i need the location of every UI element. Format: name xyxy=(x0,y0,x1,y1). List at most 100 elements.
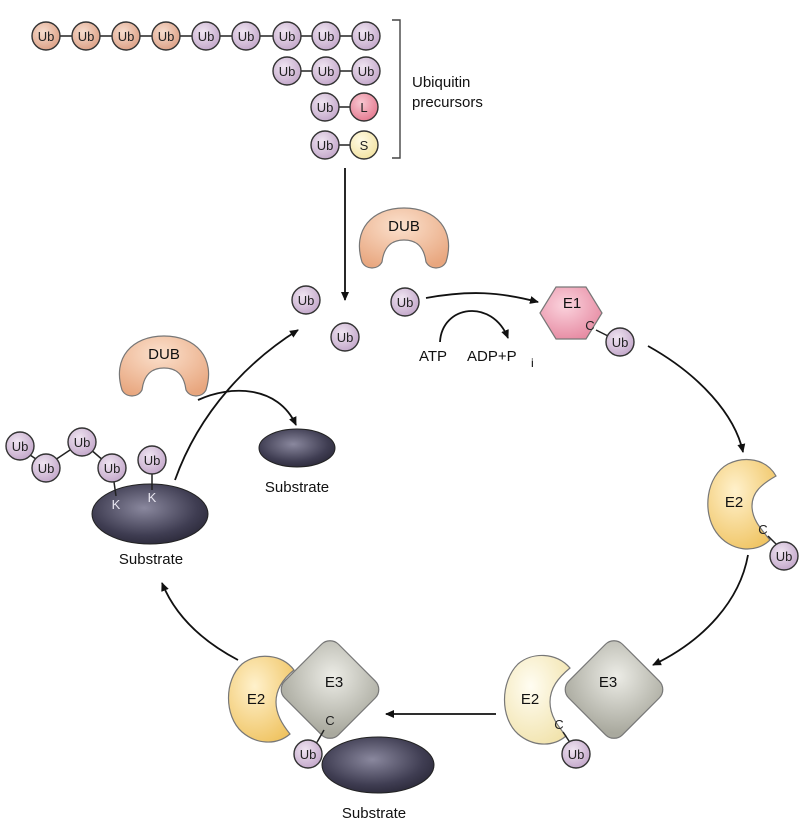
s-bead xyxy=(349,130,379,160)
ub-label: Ub xyxy=(317,138,334,153)
e1-label: E1 xyxy=(563,295,581,312)
lysine-label: K xyxy=(112,497,121,512)
e1-hexagon xyxy=(539,286,603,340)
e2-e3-substrate-complex: E3 E2 C Ub Substrate xyxy=(227,640,435,822)
arrows xyxy=(161,168,749,718)
ub-bead xyxy=(293,739,323,769)
ub-bead xyxy=(231,21,261,51)
adp-label: ADP+P xyxy=(467,348,517,365)
e2-shape xyxy=(503,654,571,745)
l-label: L xyxy=(360,100,367,115)
ub-bead xyxy=(97,453,127,483)
ub-label: Ub xyxy=(74,435,91,450)
ub-bead xyxy=(151,21,181,51)
ub-label: Ub xyxy=(300,747,317,762)
ub-bead xyxy=(351,21,381,51)
ub-bead xyxy=(31,453,61,483)
atp-hydrolysis-arrow xyxy=(439,310,509,343)
ub-bead xyxy=(71,21,101,51)
ub-label: Ub xyxy=(12,439,29,454)
lysine-label: K xyxy=(148,490,157,505)
deubiquitination-arrow xyxy=(174,329,299,481)
ub-bead xyxy=(605,327,635,357)
ub-bead xyxy=(272,56,302,86)
ub-s-precursor: Ub S xyxy=(310,130,379,160)
e2-enzyme-right: E2 C Ub xyxy=(707,458,799,571)
polyubiquitin-precursor: Ub Ub Ub Ub Ub Ub Ub Ub Ub xyxy=(31,21,381,51)
ub-bead xyxy=(111,21,141,51)
substrate-release-arrow xyxy=(197,389,297,426)
ub-label: Ub xyxy=(397,295,414,310)
ub-label: Ub xyxy=(776,549,793,564)
substrate-label: Substrate xyxy=(342,805,406,822)
polyubiquitinated-substrate: Ub Ub Ub Ub Ub K K Substrate xyxy=(5,427,209,568)
e3-shape xyxy=(280,640,380,739)
ub-bead xyxy=(311,21,341,51)
ub-label: Ub xyxy=(104,461,121,476)
ub-bead xyxy=(390,287,420,317)
dub-label: DUB xyxy=(148,346,180,363)
ub-label: Ub xyxy=(158,29,175,44)
ub-label: Ub xyxy=(358,64,375,79)
ub-label: Ub xyxy=(318,29,335,44)
e2-e3-complex-right: E3 E2 C Ub xyxy=(503,640,664,769)
e1-cys-label: C xyxy=(585,318,594,333)
ub-bead xyxy=(31,21,61,51)
ub-bead xyxy=(137,445,167,475)
ub-to-e1-arrow xyxy=(425,292,539,304)
ub-label: Ub xyxy=(238,29,255,44)
e2-shape xyxy=(707,458,777,550)
dub-label: DUB xyxy=(388,218,420,235)
ub-label: Ub xyxy=(317,100,334,115)
ub-label: Ub xyxy=(78,29,95,44)
free-ubiquitin: Ub Ub Ub xyxy=(291,285,420,352)
substrate-label: Substrate xyxy=(119,551,183,568)
ub-label: Ub xyxy=(118,29,135,44)
dub-enzyme-top: DUB xyxy=(358,207,450,269)
ub-bead xyxy=(769,541,799,571)
ub-bead xyxy=(311,56,341,86)
dub-shape xyxy=(118,335,210,397)
e3-label: E3 xyxy=(325,674,343,691)
ub-label: Ub xyxy=(318,64,335,79)
ub-label: Ub xyxy=(38,29,55,44)
ub-bead xyxy=(310,92,340,122)
e3-label: E3 xyxy=(599,674,617,691)
substrate-blob xyxy=(258,428,336,468)
e1-to-e2-arrow xyxy=(647,345,746,453)
ub-bead xyxy=(5,431,35,461)
released-substrate: Substrate xyxy=(258,428,336,496)
ub-label: Ub xyxy=(358,29,375,44)
ub-label: Ub xyxy=(198,29,215,44)
ub-bead xyxy=(291,285,321,315)
ub-bead xyxy=(310,130,340,160)
substrate-blob xyxy=(321,736,435,794)
dub-shape xyxy=(358,207,450,269)
s-label: S xyxy=(360,138,369,153)
ubiquitin-precursors: Ub Ub Ub Ub Ub Ub Ub Ub Ub Ub Ub Ub xyxy=(31,19,483,160)
thioester-bond xyxy=(315,729,325,745)
ub-bead xyxy=(67,427,97,457)
ub-label: Ub xyxy=(38,461,55,476)
precursor-label-line2: precursors xyxy=(412,94,483,111)
e3-shape xyxy=(564,640,664,739)
ub-bead xyxy=(351,56,381,86)
ub-label: Ub xyxy=(612,335,629,350)
e2-cys-label: C xyxy=(758,522,767,537)
ub-l-precursor: Ub L xyxy=(310,92,379,122)
e2-label: E2 xyxy=(247,691,265,708)
ub-label: Ub xyxy=(568,747,585,762)
ub-label: Ub xyxy=(337,330,354,345)
ub-bead xyxy=(330,322,360,352)
ub-label: Ub xyxy=(279,64,296,79)
e2-label: E2 xyxy=(725,494,743,511)
ub-bead xyxy=(272,21,302,51)
e2-to-e3-arrow xyxy=(652,554,749,666)
e2-label: E2 xyxy=(521,691,539,708)
ub-label: Ub xyxy=(144,453,161,468)
precursor-bracket xyxy=(392,19,401,159)
atp-label: ATP xyxy=(419,348,447,365)
e1-enzyme: E1 C Ub xyxy=(539,286,635,357)
ub-label: Ub xyxy=(298,293,315,308)
